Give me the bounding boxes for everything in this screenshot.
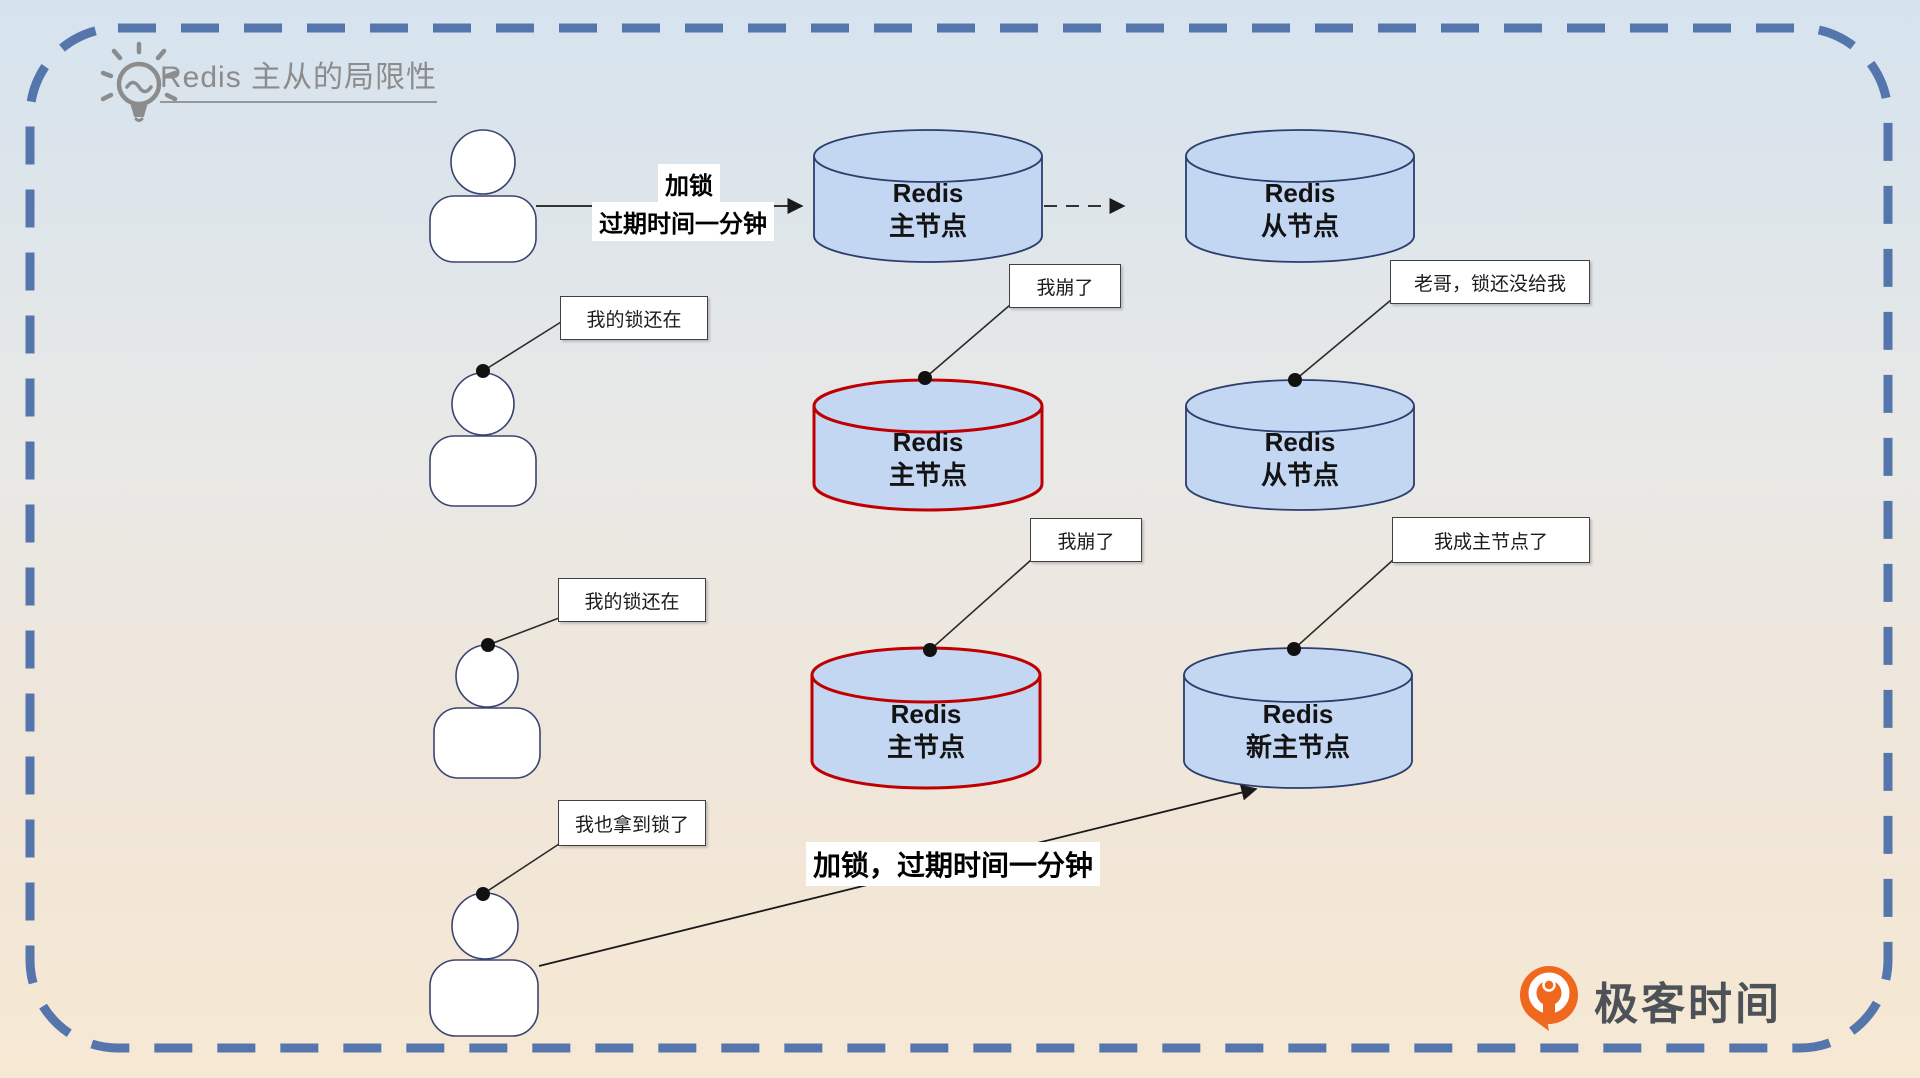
- callout-became-master: 我成主节点了: [1392, 517, 1590, 563]
- callout-master-crashed-row3: 我崩了: [1030, 518, 1142, 562]
- callout-user-lock-alive-row3: 我的锁还在: [558, 578, 706, 622]
- redis-slave-node-row2: [1185, 379, 1415, 511]
- redis-new-master-row3-label: Redis 新主节点: [1245, 699, 1350, 762]
- redis-master-node-row1: [813, 129, 1043, 263]
- lock-label-line1: 加锁: [658, 164, 720, 203]
- callout-user-lock-alive-row2: 我的锁还在: [560, 296, 708, 340]
- callout-connectors: [482, 299, 1394, 895]
- geektime-logo-text: 极客时间: [1594, 980, 1782, 1029]
- lightbulb-icon: [100, 41, 178, 122]
- client-user-2: [429, 372, 537, 507]
- redis-slave-node-row1: [1185, 129, 1415, 263]
- slide-border: [25, 23, 1893, 1053]
- client-user-3: [433, 644, 541, 779]
- redis-master-row1-label: Redis 主节点: [888, 178, 967, 241]
- callout-slave-no-lock: 老哥，锁还没给我: [1390, 260, 1590, 304]
- redis-slave-row2-label: Redis 从节点: [1260, 427, 1339, 490]
- redis-master-node-crashed-row3: [810, 646, 1042, 790]
- callout-master-crashed-row2: 我崩了: [1009, 264, 1121, 308]
- redis-slave-row1-label: Redis 从节点: [1260, 178, 1339, 241]
- callout-user-got-lock-too: 我也拿到锁了: [558, 800, 706, 846]
- callout-anchor-dots: [476, 364, 1302, 901]
- client-user-4: [429, 892, 539, 1037]
- page-title: Redis 主从的局限性: [160, 52, 438, 103]
- lock-label-line2: 过期时间一分钟: [592, 202, 774, 241]
- redis-master-node-crashed-row2: [812, 378, 1044, 512]
- geektime-logo-icon: [1520, 966, 1578, 1031]
- client-user-1: [429, 129, 537, 263]
- redis-new-master-node-row3: [1183, 647, 1413, 789]
- redis-master-row3-label: Redis 主节点: [886, 699, 965, 762]
- redis-master-row2-label: Redis 主节点: [888, 427, 967, 490]
- second-lock-label: 加锁，过期时间一分钟: [806, 842, 1101, 886]
